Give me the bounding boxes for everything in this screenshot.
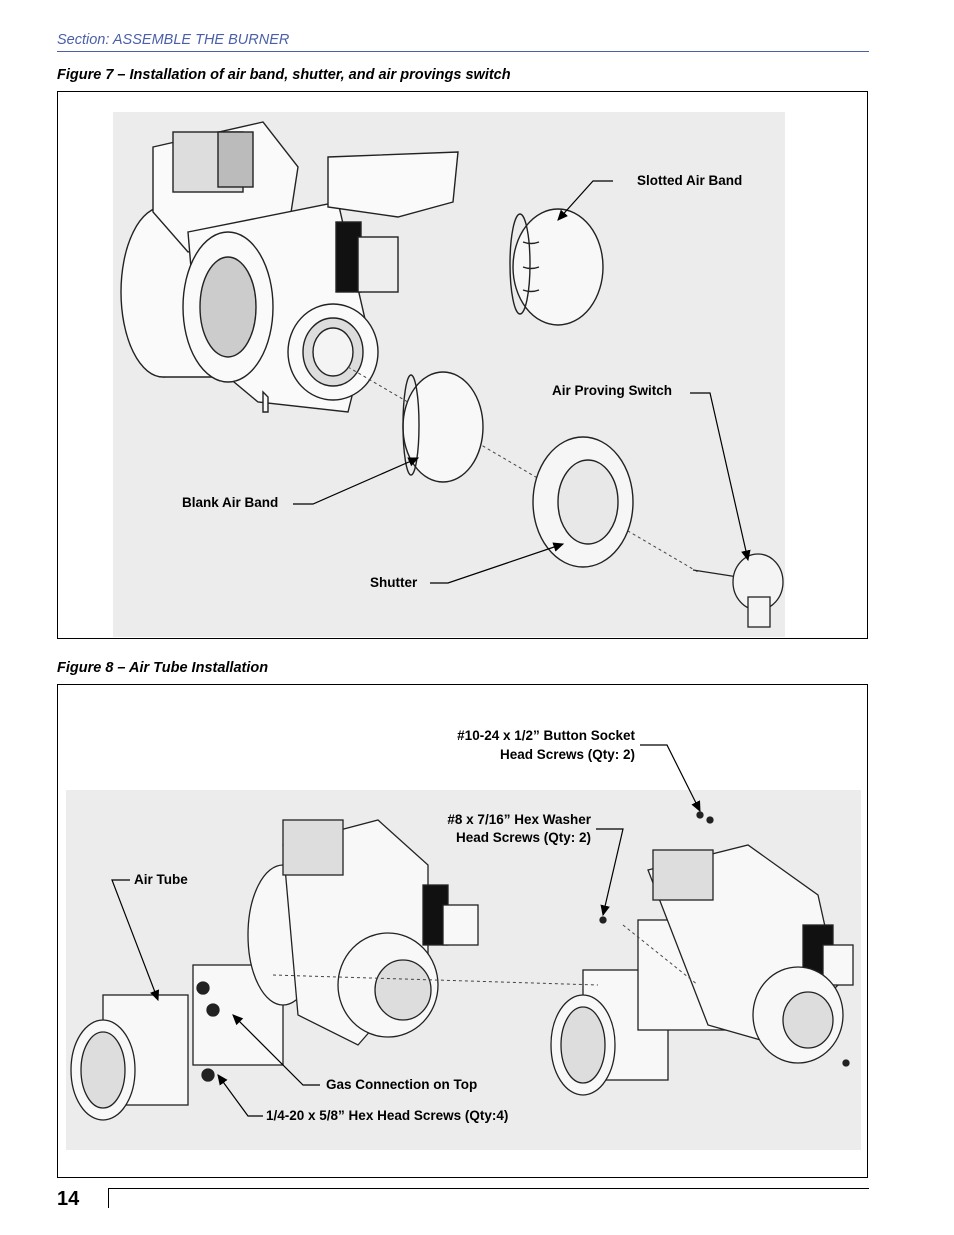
figure-7-illustration xyxy=(113,112,785,637)
slotted-air-band-drawing xyxy=(509,208,604,326)
air-proving-switch-drawing xyxy=(692,553,784,628)
button-socket-screws-label-line2: Head Screws (Qty: 2) xyxy=(499,747,635,762)
hex-washer-screws-label-line2: Head Screws (Qty: 2) xyxy=(455,830,591,845)
assembled-burner-drawing xyxy=(550,811,854,1096)
footer-divider-horizontal xyxy=(108,1188,869,1189)
section-header: Section: ASSEMBLE THE BURNER xyxy=(57,32,290,48)
burner-assembly-drawing xyxy=(120,121,459,413)
exploded-burner-drawing xyxy=(70,819,479,1121)
blank-air-band-drawing xyxy=(402,371,484,483)
figure-8-illustration xyxy=(66,744,861,1150)
hex-head-screws-label: 1/4-20 x 5/8” Hex Head Screws (Qty:4) xyxy=(266,1108,509,1123)
air-tube-label: Air Tube xyxy=(134,872,188,887)
air-proving-switch-label: Air Proving Switch xyxy=(552,383,673,398)
page-number: 14 xyxy=(57,1188,80,1210)
shutter-label: Shutter xyxy=(370,575,418,590)
hex-washer-screws-label-line1: #8 x 7/16” Hex Washer xyxy=(447,812,591,827)
figure-7-box: Slotted Air Band Air Proving Switch Blan… xyxy=(57,91,868,639)
figure-7-caption: Figure 7 – Installation of air band, shu… xyxy=(57,67,511,83)
blank-air-band-label: Blank Air Band xyxy=(182,495,279,510)
slotted-air-band-label: Slotted Air Band xyxy=(637,173,743,188)
button-socket-screws-label-line1: #10-24 x 1/2” Button Socket xyxy=(457,728,635,743)
figure-8-caption: Figure 8 – Air Tube Installation xyxy=(57,660,269,676)
gas-connection-label: Gas Connection on Top xyxy=(326,1077,478,1092)
figure-8-box: #10-24 x 1/2” Button Socket Head Screws … xyxy=(57,684,868,1178)
shutter-drawing xyxy=(532,436,634,568)
footer-divider-vertical xyxy=(108,1188,109,1208)
header-rule xyxy=(57,51,869,52)
